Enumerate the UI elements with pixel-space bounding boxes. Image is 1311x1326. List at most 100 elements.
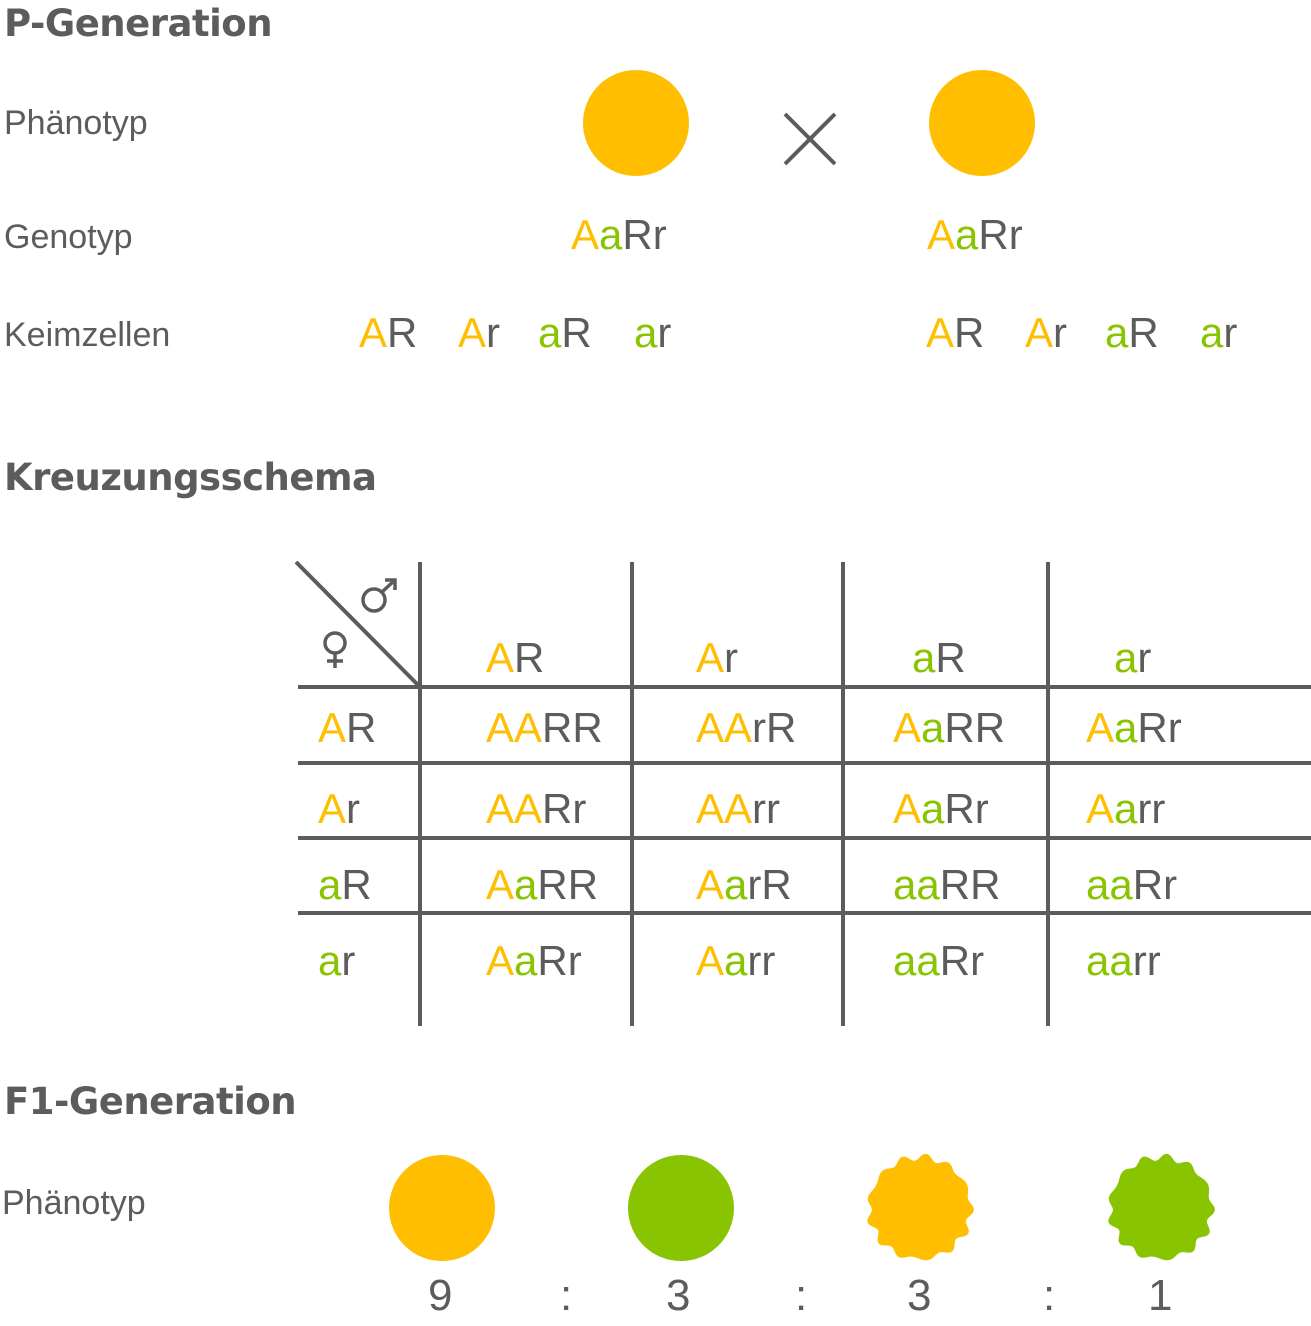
- allele: R: [939, 861, 971, 908]
- dominant-allele: A: [1025, 309, 1054, 356]
- allele: r: [761, 937, 776, 984]
- allele: r: [1053, 309, 1068, 356]
- dominant-allele: A: [1086, 785, 1115, 832]
- allele: r: [1223, 309, 1238, 356]
- punnett-cell: aaRr: [893, 940, 984, 982]
- recessive-allele: a: [599, 211, 623, 258]
- allele: r: [572, 785, 587, 832]
- dominant-allele: A: [514, 785, 543, 832]
- allele: R: [978, 211, 1009, 258]
- allele: r: [567, 937, 582, 984]
- allele: R: [561, 309, 592, 356]
- recessive-allele: a: [724, 861, 748, 908]
- recessive-allele: a: [1105, 309, 1129, 356]
- f1-count-yellow-wrinkled: 3: [907, 1271, 932, 1320]
- recessive-allele: a: [955, 211, 979, 258]
- f1-seed-yellow-wrinkled: [867, 1153, 974, 1261]
- allele: r: [1146, 937, 1161, 984]
- recessive-allele: a: [634, 309, 658, 356]
- f1-seed-yellow-round: [389, 1155, 495, 1261]
- allele: R: [387, 309, 418, 356]
- recessive-allele: a: [514, 861, 538, 908]
- dominant-allele: A: [696, 937, 725, 984]
- dominant-allele: A: [486, 861, 515, 908]
- allele: r: [766, 785, 781, 832]
- gamete-right-2: Ar: [1025, 312, 1067, 354]
- gamete-right-4: ar: [1200, 312, 1237, 354]
- dominant-allele: A: [696, 634, 725, 681]
- allele: r: [752, 704, 767, 751]
- label-phaenotyp-f1: Phänotyp: [2, 1184, 146, 1222]
- recessive-allele: a: [1200, 309, 1224, 356]
- recessive-allele: a: [1109, 937, 1133, 984]
- recessive-allele: a: [921, 785, 945, 832]
- parent-right-seed-yellow-round: [929, 70, 1035, 176]
- heading-f1-generation: F1-Generation: [4, 1080, 297, 1123]
- dominant-allele: A: [514, 704, 543, 751]
- dominant-allele: A: [318, 704, 347, 751]
- label-genotyp: Genotyp: [4, 218, 133, 256]
- heading-kreuzungsschema: Kreuzungsschema: [4, 456, 377, 499]
- dominant-allele: A: [926, 309, 955, 356]
- recessive-allele: a: [916, 937, 940, 984]
- allele: R: [761, 861, 792, 908]
- ratio-separator: :: [560, 1271, 573, 1320]
- recessive-allele: a: [1109, 861, 1133, 908]
- allele: r: [486, 309, 501, 356]
- dominant-allele: A: [696, 785, 725, 832]
- dominant-allele: A: [724, 785, 753, 832]
- allele: r: [1163, 861, 1178, 908]
- allele: r: [747, 937, 762, 984]
- allele: r: [1137, 785, 1152, 832]
- f1-seed-green-wrinkled: [1108, 1153, 1215, 1261]
- allele: r: [752, 785, 767, 832]
- allele: R: [537, 937, 568, 984]
- punnett-row-header-2: Ar: [318, 788, 360, 830]
- punnett-cell: Aarr: [696, 940, 775, 982]
- dominant-allele: A: [486, 634, 515, 681]
- punnett-cell: AARr: [486, 788, 586, 830]
- recessive-allele: a: [893, 937, 917, 984]
- allele: r: [346, 785, 361, 832]
- allele: R: [572, 704, 603, 751]
- allele: R: [346, 704, 377, 751]
- allele: R: [974, 704, 1006, 751]
- allele: r: [747, 861, 762, 908]
- dominant-allele: A: [458, 309, 487, 356]
- label-keimzellen: Keimzellen: [4, 316, 171, 354]
- parent-left-seed-yellow-round: [583, 70, 689, 176]
- allele: R: [944, 704, 975, 751]
- recessive-allele: a: [1086, 861, 1110, 908]
- punnett-row-header-1: AR: [318, 707, 376, 749]
- recessive-allele: a: [1086, 937, 1110, 984]
- allele: R: [1137, 704, 1168, 751]
- allele: R: [1132, 861, 1164, 908]
- recessive-allele: a: [916, 861, 940, 908]
- dominant-allele: A: [893, 785, 922, 832]
- recessive-allele: a: [1114, 634, 1138, 681]
- recessive-allele: a: [724, 937, 748, 984]
- dominant-allele: A: [927, 211, 956, 258]
- allele: R: [935, 634, 966, 681]
- punnett-col-header-3: aR: [912, 637, 966, 679]
- allele: r: [1008, 211, 1023, 258]
- dominant-allele: A: [486, 937, 515, 984]
- punnett-cell: AARR: [486, 707, 603, 749]
- recessive-allele: a: [1114, 704, 1138, 751]
- gamete-left-4: ar: [634, 312, 671, 354]
- punnett-cell: aaRR: [893, 864, 1000, 906]
- allele: r: [657, 309, 672, 356]
- punnett-cell: AaRR: [893, 707, 1005, 749]
- punnett-cell: AaRr: [893, 788, 989, 830]
- recessive-allele: a: [921, 704, 945, 751]
- punnett-cell: AaRr: [1086, 707, 1182, 749]
- gamete-right-1: AR: [926, 312, 984, 354]
- label-phaenotyp-p: Phänotyp: [4, 104, 148, 142]
- dominant-allele: A: [1086, 704, 1115, 751]
- allele: R: [341, 861, 372, 908]
- f1-seed-green-round: [628, 1155, 734, 1261]
- gamete-left-3: aR: [538, 312, 592, 354]
- gamete-right-3: aR: [1105, 312, 1159, 354]
- dominant-allele: A: [893, 704, 922, 751]
- allele: R: [514, 634, 545, 681]
